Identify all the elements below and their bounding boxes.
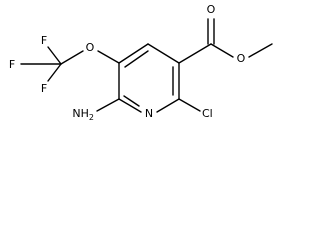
bond-ester-o-methyl xyxy=(248,43,273,58)
bond-c1-c2-inner xyxy=(124,50,149,68)
bond-n-c6-inner xyxy=(123,95,140,107)
atom-label-ring-nitrogen: N xyxy=(145,107,153,120)
bond-ring-carbonyl-carbon xyxy=(178,43,212,64)
atom-label-chlorine: Cl xyxy=(202,107,213,120)
atom-label-ether-oxygen: O xyxy=(86,41,95,54)
atom-label-carbonyl-oxygen: O xyxy=(207,3,216,16)
bond-c2-c3 xyxy=(147,43,180,64)
atom-label-fluorine-left: F xyxy=(9,58,15,71)
bond-ring-ether-o xyxy=(97,50,120,64)
bond-cf3-f-top xyxy=(47,46,62,65)
molecule-drawing: N NH2 Cl O F F F O O xyxy=(9,3,273,122)
bond-n-c6 xyxy=(118,98,142,113)
amino-text: NH xyxy=(72,107,89,120)
atom-label-amino: NH2 xyxy=(72,107,94,122)
atom-label-fluorine-top: F xyxy=(41,34,47,47)
amino-subscript: 2 xyxy=(89,113,94,122)
bond-c4-n xyxy=(156,98,180,113)
bond-ring-amino xyxy=(96,98,120,112)
atom-label-fluorine-bottom: F xyxy=(41,82,47,95)
bond-cf3-f-bottom xyxy=(47,63,62,82)
bond-carbonyl-ester-o xyxy=(210,43,234,58)
bond-ether-o-cf3 xyxy=(60,50,84,65)
bond-c1-c2 xyxy=(118,43,149,64)
structure-canvas: N NH2 Cl O F F F O O xyxy=(9,3,273,122)
bond-ring-chlorine xyxy=(178,98,201,112)
atom-label-ester-oxygen: O xyxy=(237,52,246,65)
